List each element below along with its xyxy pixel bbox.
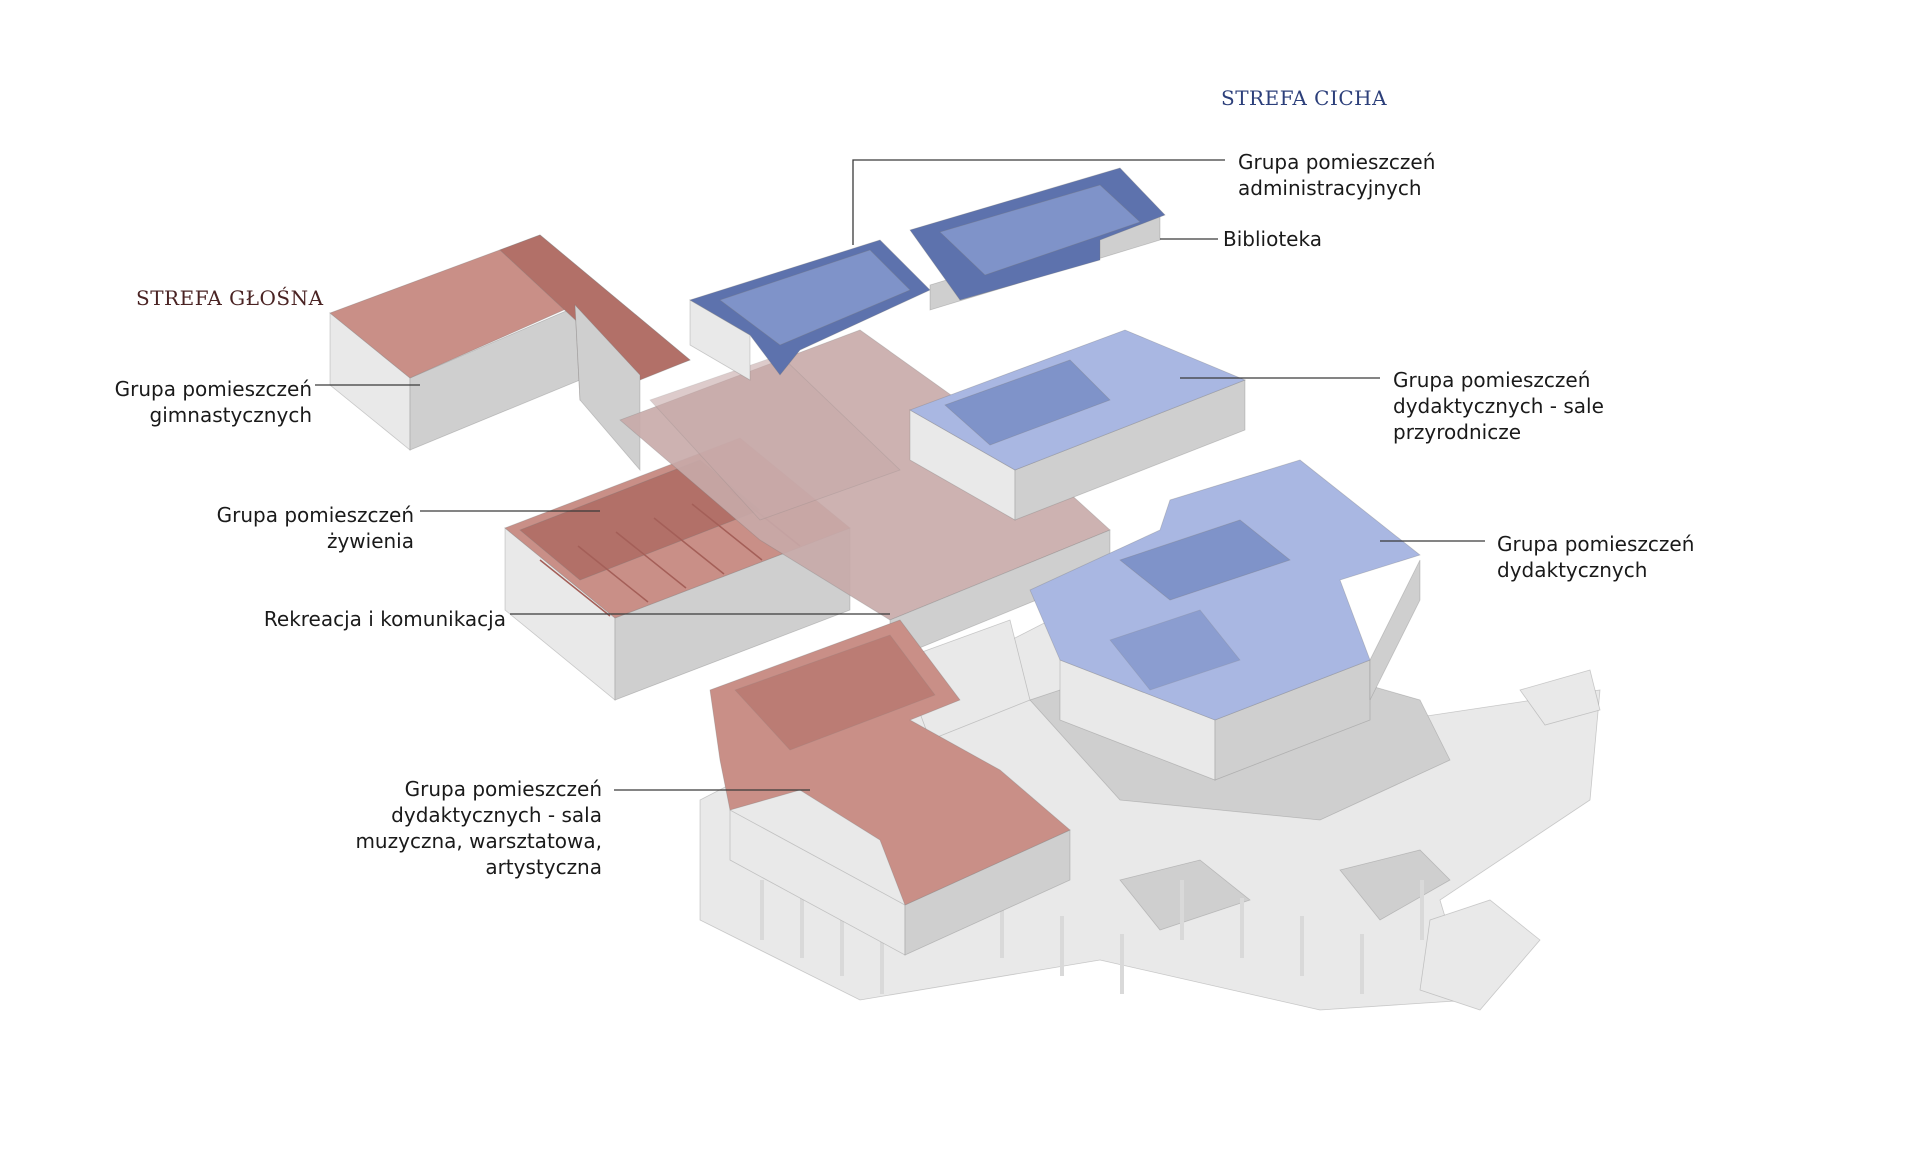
block-recreation [619,329,1111,661]
interior-wall [577,545,649,603]
zone-title-loud: STREFA GŁOŚNA [136,286,324,310]
leader-lines [315,159,1485,791]
support-column [760,880,764,940]
support-column [1300,916,1304,976]
support-column [880,934,884,994]
interior-wall [539,559,611,617]
label-didactic: Grupa pomieszczeń dydaktycznych [1497,532,1695,582]
support-column [1120,934,1124,994]
block-science [909,329,1247,521]
leader-administration [852,159,1225,245]
support-column [1060,916,1064,976]
support-column [1420,880,1424,940]
support-column [1240,898,1244,958]
label-arts: Grupa pomieszczeń dydaktycznych - sala m… [355,777,602,879]
block-library [909,167,1166,311]
label-science: Grupa pomieszczeń dydaktycznych - sale p… [1393,368,1604,444]
interior-wall [615,531,687,589]
label-administration: Grupa pomieszczeń administracyjnych [1238,150,1436,200]
label-dining: Grupa pomieszczeń żywienia [216,503,414,553]
support-column [1180,880,1184,940]
block-gym [329,234,691,472]
block-arts [709,619,1071,956]
block-didactic [1029,459,1421,781]
support-column [1360,934,1364,994]
label-recreation: Rekreacja i komunikacja [263,607,506,631]
label-gym: Grupa pomieszczeń gimnastycznych [114,377,312,427]
block-administration [689,239,931,381]
support-column [800,898,804,958]
zone-title-quiet: STREFA CICHA [1221,86,1388,110]
support-column [1000,898,1004,958]
interior-wall [653,517,725,575]
support-column [840,916,844,976]
interior-wall [691,503,763,561]
label-library: Biblioteka [1223,227,1322,251]
